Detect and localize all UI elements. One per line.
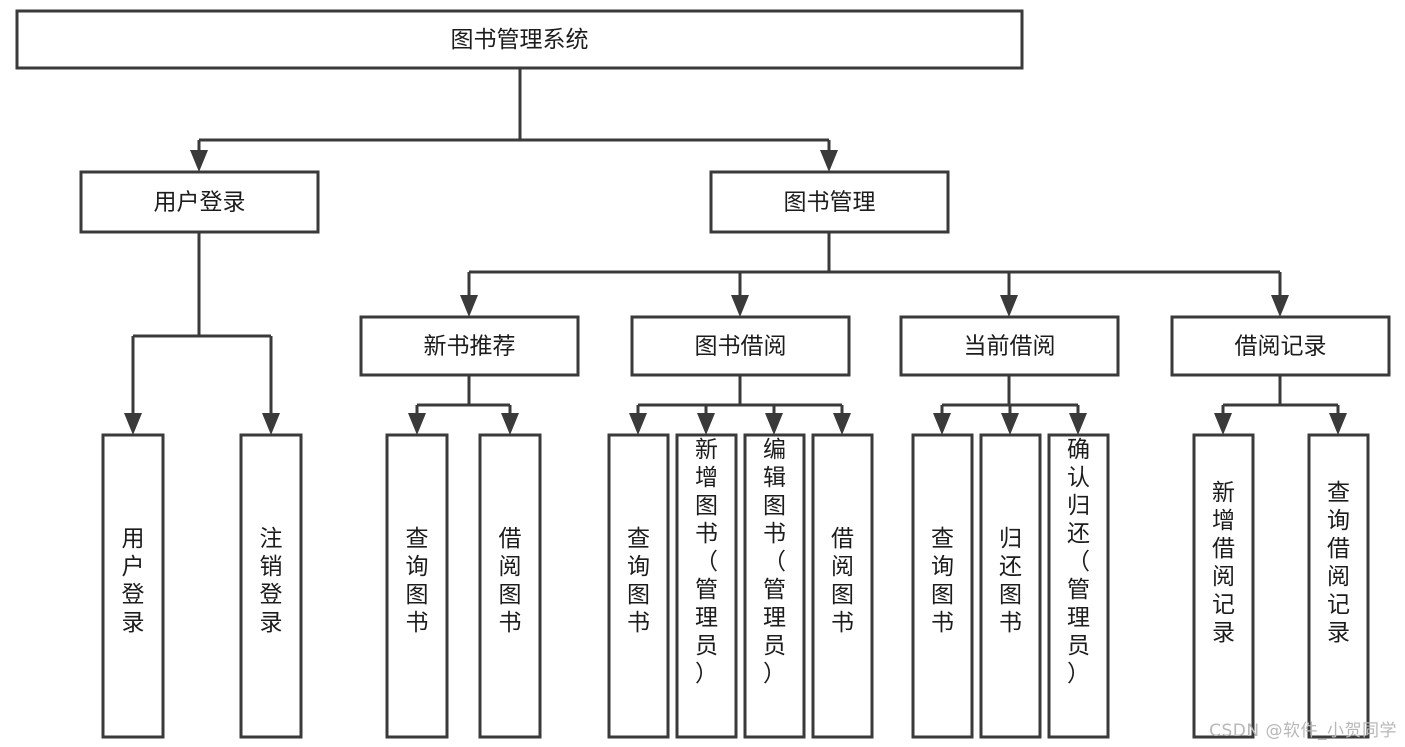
node-leaf-return-book[interactable]: 归还图书 — [979, 433, 1042, 739]
node-current-borrow[interactable]: 当前借阅 — [899, 315, 1120, 377]
node-root-label: 图书管理系统 — [451, 27, 589, 53]
node-leaf-add-book-admin-label: 新增图书（管理员） — [695, 437, 718, 687]
node-leaf-add-book-admin[interactable]: 新增图书（管理员） — [675, 433, 738, 739]
arrow-head-icon — [833, 413, 851, 435]
node-leaf-borrow-book-recommend-box[interactable] — [478, 433, 542, 739]
node-leaf-edit-book-admin-box[interactable] — [743, 433, 806, 739]
arrow-head-icon — [124, 413, 142, 435]
node-new-book-recommend[interactable]: 新书推荐 — [359, 315, 580, 377]
node-leaf-query-book-borrow-box[interactable] — [607, 433, 670, 739]
arrow-head-icon — [1000, 295, 1018, 317]
node-current-borrow-box[interactable] — [899, 315, 1120, 377]
node-leaf-query-borrow-record-box[interactable] — [1307, 433, 1370, 739]
node-leaf-query-borrow-record[interactable]: 查询借阅记录 — [1307, 433, 1370, 739]
node-leaf-query-book-recommend-box[interactable] — [385, 433, 449, 739]
node-leaf-borrow-book-box[interactable] — [811, 433, 874, 739]
node-book-manage-box[interactable] — [709, 170, 950, 234]
node-leaf-confirm-return-admin-label: 确认归还（管理员） — [1067, 437, 1090, 687]
connector-layer — [124, 68, 1347, 435]
node-leaf-query-book-current[interactable]: 查询图书 — [911, 433, 974, 739]
node-leaf-add-borrow-record-box[interactable] — [1192, 433, 1255, 739]
node-leaf-query-book-borrow[interactable]: 查询图书 — [607, 433, 670, 739]
arrow-head-icon — [629, 413, 647, 435]
arrow-head-icon — [933, 413, 951, 435]
arrow-head-icon — [820, 150, 838, 172]
node-leaf-edit-book-admin-label: 编辑图书（管理员） — [763, 437, 786, 687]
node-borrow-record-label: 借阅记录 — [1235, 334, 1327, 360]
node-leaf-return-book-box[interactable] — [979, 433, 1042, 739]
node-leaf-query-book-current-box[interactable] — [911, 433, 974, 739]
arrow-head-icon — [697, 413, 715, 435]
arrow-head-icon — [501, 413, 519, 435]
node-new-book-recommend-box[interactable] — [359, 315, 580, 377]
arrow-head-icon — [262, 413, 280, 435]
node-book-manage-label: 图书管理 — [784, 190, 876, 216]
arrow-head-icon — [1069, 413, 1087, 435]
node-book-manage[interactable]: 图书管理 — [709, 170, 950, 234]
node-borrow-record-box[interactable] — [1170, 315, 1391, 377]
node-leaf-borrow-book-recommend[interactable]: 借阅图书 — [478, 433, 542, 739]
node-user-login-label: 用户登录 — [154, 190, 246, 216]
arrow-head-icon — [1271, 295, 1289, 317]
node-leaf-logout[interactable]: 注销登录 — [239, 433, 303, 739]
node-leaf-query-book-borrow-label: 查询图书 — [627, 526, 650, 636]
node-borrow-record[interactable]: 借阅记录 — [1170, 315, 1391, 377]
arrow-head-icon — [765, 413, 783, 435]
arrow-head-icon — [1329, 413, 1347, 435]
node-current-borrow-label: 当前借阅 — [964, 334, 1056, 360]
node-leaf-query-book-recommend-label: 查询图书 — [406, 526, 429, 636]
node-user-login[interactable]: 用户登录 — [79, 170, 320, 234]
node-leaf-edit-book-admin[interactable]: 编辑图书（管理员） — [743, 433, 806, 739]
node-new-book-recommend-label: 新书推荐 — [424, 334, 516, 360]
node-user-login-box[interactable] — [79, 170, 320, 234]
node-root[interactable]: 图书管理系统 — [15, 9, 1024, 70]
node-leaf-user-login-box[interactable] — [101, 433, 165, 739]
node-leaf-borrow-book-label: 借阅图书 — [831, 526, 854, 636]
node-leaf-borrow-book-recommend-label: 借阅图书 — [499, 526, 522, 636]
node-leaf-query-book-recommend[interactable]: 查询图书 — [385, 433, 449, 739]
node-leaf-borrow-book[interactable]: 借阅图书 — [811, 433, 874, 739]
node-leaf-logout-label: 注销登录 — [260, 526, 283, 636]
node-book-borrow-box[interactable] — [630, 315, 851, 377]
node-layer: 图书管理系统用户登录图书管理新书推荐图书借阅当前借阅借阅记录用户登录注销登录查询… — [15, 9, 1391, 739]
node-book-borrow[interactable]: 图书借阅 — [630, 315, 851, 377]
node-leaf-confirm-return-admin[interactable]: 确认归还（管理员） — [1047, 433, 1110, 739]
node-leaf-query-borrow-record-label: 查询借阅记录 — [1327, 480, 1350, 646]
node-leaf-logout-box[interactable] — [239, 433, 303, 739]
node-leaf-add-book-admin-box[interactable] — [675, 433, 738, 739]
arrow-head-icon — [1214, 413, 1232, 435]
node-leaf-user-login[interactable]: 用户登录 — [101, 433, 165, 739]
arrow-head-icon — [1001, 413, 1019, 435]
node-leaf-add-borrow-record[interactable]: 新增借阅记录 — [1192, 433, 1255, 739]
arrow-head-icon — [190, 150, 208, 172]
node-root-box[interactable] — [15, 9, 1024, 70]
watermark-text: CSDN @软件_小贺同学 — [1209, 721, 1397, 741]
node-leaf-query-book-current-label: 查询图书 — [931, 526, 954, 636]
node-leaf-user-login-label: 用户登录 — [122, 526, 145, 636]
node-leaf-return-book-label: 归还图书 — [999, 526, 1022, 636]
node-book-borrow-label: 图书借阅 — [695, 334, 787, 360]
arrow-head-icon — [731, 295, 749, 317]
arrow-head-icon — [408, 413, 426, 435]
arrow-head-icon — [460, 295, 478, 317]
node-leaf-add-borrow-record-label: 新增借阅记录 — [1212, 480, 1235, 646]
node-leaf-confirm-return-admin-box[interactable] — [1047, 433, 1110, 739]
